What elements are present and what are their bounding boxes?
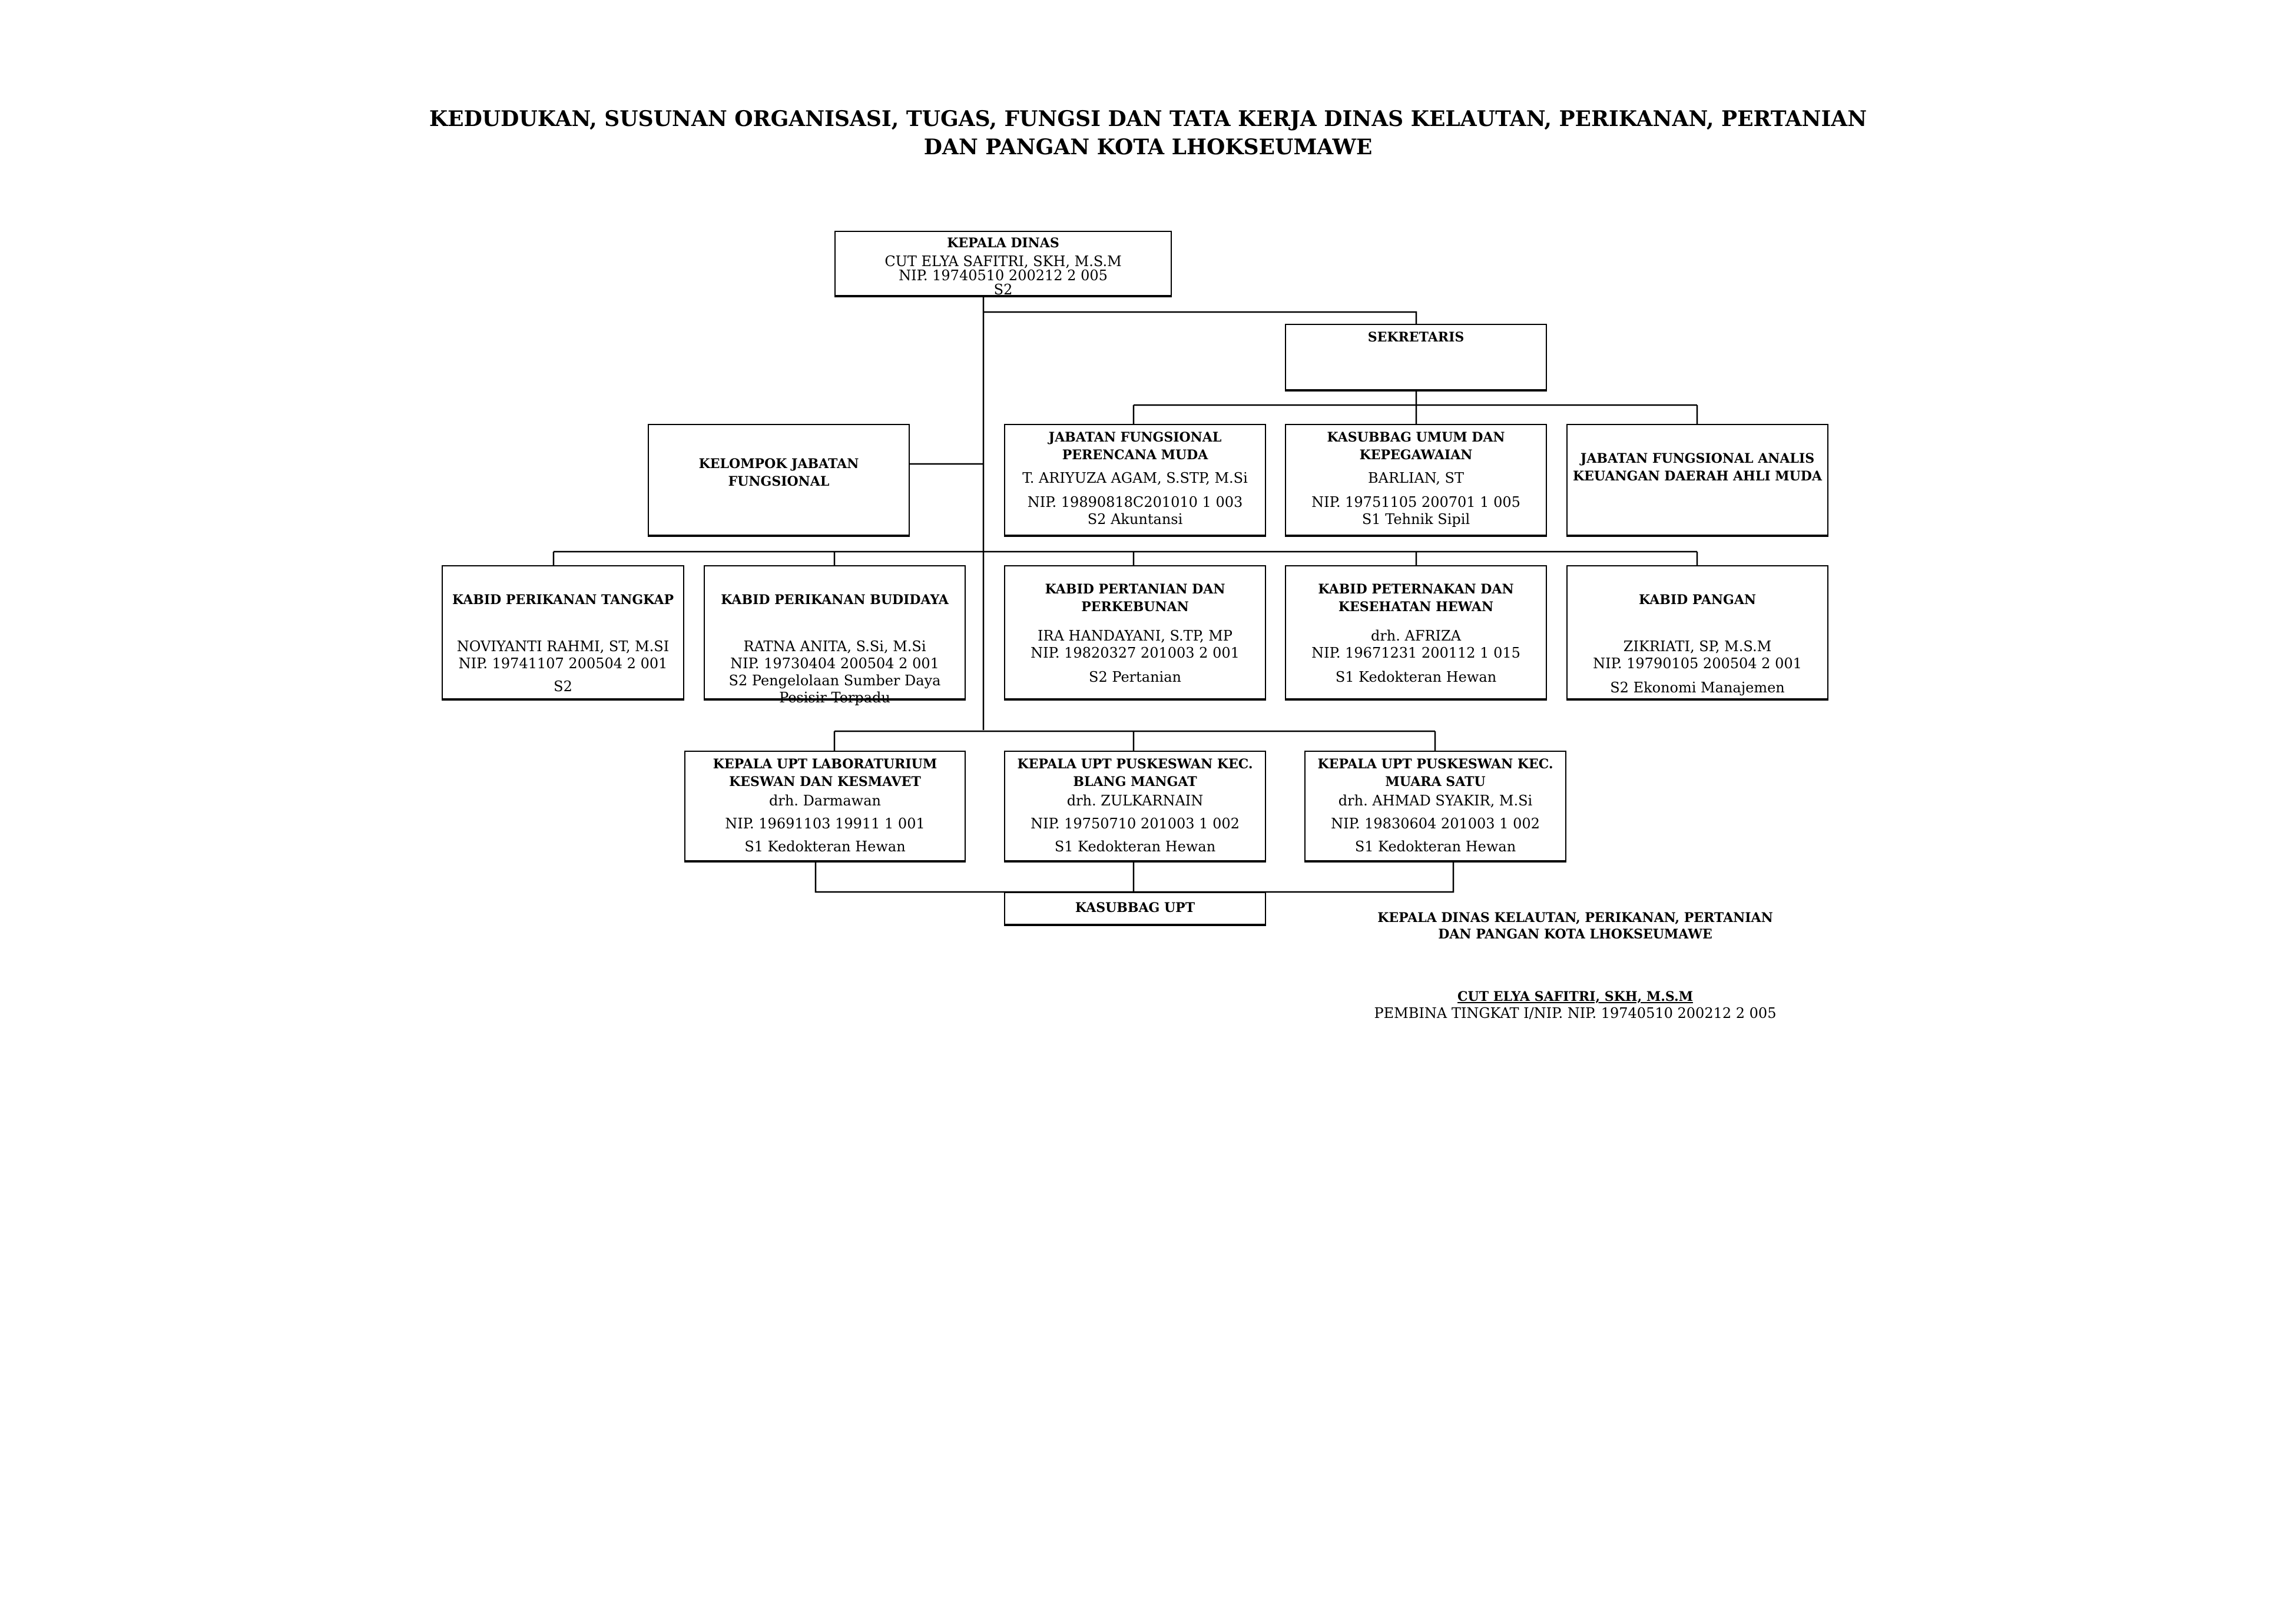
box-title: KESEHATAN HEWAN bbox=[1338, 599, 1494, 615]
box-title: PERKEBUNAN bbox=[1081, 599, 1189, 615]
person-nip: NIP. 19740510 200212 2 005 bbox=[899, 267, 1108, 284]
person-name: BARLIAN, ST bbox=[1368, 470, 1464, 486]
box-kabid-pertanian: KABID PERTANIAN DAN PERKEBUNAN IRA HANDA… bbox=[1004, 565, 1266, 701]
box-title: KABID PETERNAKAN DAN bbox=[1318, 582, 1514, 597]
box-title: KABID PERIKANAN BUDIDAYA bbox=[721, 592, 949, 608]
person-nip: NIP. 19890818C201010 1 003 bbox=[1027, 494, 1243, 510]
box-kasubbag-umum: KASUBBAG UMUM DAN KEPEGAWAIAN BARLIAN, S… bbox=[1285, 424, 1547, 537]
box-title: KESWAN DAN KESMAVET bbox=[729, 774, 921, 790]
person-nip: NIP. 19750710 201003 1 002 bbox=[1031, 815, 1240, 832]
person-education: S2 Ekonomi Manajemen bbox=[1610, 679, 1785, 696]
person-name: NOVIYANTI RAHMI, ST, M.SI bbox=[456, 638, 670, 655]
box-upt-blang-mangat: KEPALA UPT PUSKESWAN KEC. BLANG MANGAT d… bbox=[1004, 751, 1266, 863]
person-education: S2 Akuntansi bbox=[1087, 511, 1183, 528]
box-kepala-dinas: KEPALA DINAS CUT ELYA SAFITRI, SKH, M.S.… bbox=[834, 231, 1172, 297]
box-title: KEPALA DINAS bbox=[947, 235, 1059, 251]
box-title: KASUBBAG UPT bbox=[1075, 900, 1195, 916]
box-kabid-pangan: KABID PANGAN ZIKRIATI, SP, M.S.M NIP. 19… bbox=[1566, 565, 1828, 701]
box-title: KEPEGAWAIAN bbox=[1359, 447, 1473, 463]
person-name: CUT ELYA SAFITRI, SKH, M.S.M bbox=[884, 253, 1122, 270]
box-upt-laboratorium: KEPALA UPT LABORATURIUM KESWAN DAN KESMA… bbox=[684, 751, 966, 863]
signature-office: KEPALA DINAS KELAUTAN, PERIKANAN, PERTAN… bbox=[1377, 910, 1773, 926]
box-title: SEKRETARIS bbox=[1367, 330, 1465, 345]
person-education: S1 Kedokteran Hewan bbox=[1354, 838, 1516, 855]
person-name: drh. Darmawan bbox=[769, 792, 881, 809]
person-education: S2 Pengelolaan Sumber Daya bbox=[728, 672, 941, 689]
person-nip: NIP. 19730404 200504 2 001 bbox=[730, 655, 939, 672]
person-education: S2 Pertanian bbox=[1089, 669, 1181, 685]
box-title: KEPALA UPT LABORATURIUM bbox=[713, 757, 937, 772]
person-education: S2 bbox=[554, 678, 572, 695]
person-name: drh. ZULKARNAIN bbox=[1066, 792, 1204, 809]
box-jf-perencana-muda: JABATAN FUNGSIONAL PERENCANA MUDA T. ARI… bbox=[1004, 424, 1266, 537]
box-kabid-perikanan-budidaya: KABID PERIKANAN BUDIDAYA RATNA ANITA, S.… bbox=[704, 565, 966, 706]
person-nip: NIP. 19671231 200112 1 015 bbox=[1311, 645, 1520, 661]
box-title: JABATAN FUNGSIONAL bbox=[1048, 430, 1222, 445]
signature-rank-nip: PEMBINA TINGKAT I/NIP. NIP. 19740510 200… bbox=[1374, 1005, 1777, 1021]
box-title: PERENCANA MUDA bbox=[1062, 447, 1208, 463]
box-title: KEPALA UPT PUSKESWAN KEC. bbox=[1017, 757, 1253, 772]
person-name: RATNA ANITA, S.Si, M.Si bbox=[743, 638, 926, 655]
box-kabid-peternakan: KABID PETERNAKAN DAN KESEHATAN HEWAN drh… bbox=[1285, 565, 1547, 701]
box-title: KELOMPOK JABATAN bbox=[698, 456, 859, 472]
person-name: drh. AFRIZA bbox=[1370, 628, 1462, 644]
box-title: KABID PERIKANAN TANGKAP bbox=[452, 592, 674, 608]
box-title: KABID PANGAN bbox=[1638, 592, 1756, 608]
box-kasubbag-upt: KASUBBAG UPT bbox=[1004, 892, 1266, 926]
person-education: S2 bbox=[993, 281, 1013, 298]
person-nip: NIP. 19691103 19911 1 001 bbox=[725, 815, 925, 832]
box-title: KASUBBAG UMUM DAN bbox=[1327, 430, 1505, 445]
person-nip: NIP. 19751105 200701 1 005 bbox=[1311, 494, 1520, 510]
person-nip: NIP. 19820327 201003 2 001 bbox=[1031, 645, 1240, 661]
title-line-1: KEDUDUKAN, SUSUNAN ORGANISASI, TUGAS, FU… bbox=[429, 107, 1867, 131]
title-line-2: DAN PANGAN KOTA LHOKSEUMAWE bbox=[923, 135, 1373, 160]
box-upt-muara-satu: KEPALA UPT PUSKESWAN KEC. MUARA SATU drh… bbox=[1304, 751, 1566, 863]
box-sekretaris: SEKRETARIS bbox=[1285, 324, 1547, 392]
signature-name: CUT ELYA SAFITRI, SKH, M.S.M bbox=[1457, 989, 1693, 1004]
person-name: IRA HANDAYANI, S.TP, MP bbox=[1038, 628, 1233, 644]
box-title: KEUANGAN DAERAH AHLI MUDA bbox=[1573, 469, 1822, 484]
person-name: T. ARIYUZA AGAM, S.STP, M.Si bbox=[1022, 470, 1248, 486]
box-title: JABATAN FUNGSIONAL ANALIS bbox=[1580, 451, 1815, 466]
person-education: S1 Tehnik Sipil bbox=[1361, 511, 1470, 528]
box-kelompok-jabatan-fungsional: KELOMPOK JABATAN FUNGSIONAL bbox=[648, 424, 910, 537]
person-name: ZIKRIATI, SP, M.S.M bbox=[1623, 638, 1772, 655]
person-education: S1 Kedokteran Hewan bbox=[744, 838, 906, 855]
signature-block: KEPALA DINAS KELAUTAN, PERIKANAN, PERTAN… bbox=[1310, 910, 1840, 1021]
person-education: S1 Kedokteran Hewan bbox=[1335, 669, 1497, 685]
person-nip: NIP. 19741107 200504 2 001 bbox=[458, 655, 668, 672]
person-name: drh. AHMAD SYAKIR, M.Si bbox=[1338, 792, 1533, 809]
box-title: KABID PERTANIAN DAN bbox=[1045, 582, 1225, 597]
box-title: BLANG MANGAT bbox=[1073, 774, 1197, 790]
box-title: KEPALA UPT PUSKESWAN KEC. bbox=[1317, 757, 1553, 772]
box-kabid-perikanan-tangkap: KABID PERIKANAN TANGKAP NOVIYANTI RAHMI,… bbox=[442, 565, 684, 701]
box-jf-analis-keuangan: JABATAN FUNGSIONAL ANALIS KEUANGAN DAERA… bbox=[1566, 424, 1828, 537]
document-title: KEDUDUKAN, SUSUNAN ORGANISASI, TUGAS, FU… bbox=[0, 105, 2296, 161]
box-title: FUNGSIONAL bbox=[728, 474, 830, 489]
person-education: Pesisir Terpadu bbox=[779, 689, 890, 706]
box-title: MUARA SATU bbox=[1385, 774, 1486, 790]
person-nip: NIP. 19830604 201003 1 002 bbox=[1331, 815, 1540, 832]
person-nip: NIP. 19790105 200504 2 001 bbox=[1593, 655, 1802, 672]
signature-office: DAN PANGAN KOTA LHOKSEUMAWE bbox=[1438, 927, 1712, 942]
person-education: S1 Kedokteran Hewan bbox=[1054, 838, 1216, 855]
